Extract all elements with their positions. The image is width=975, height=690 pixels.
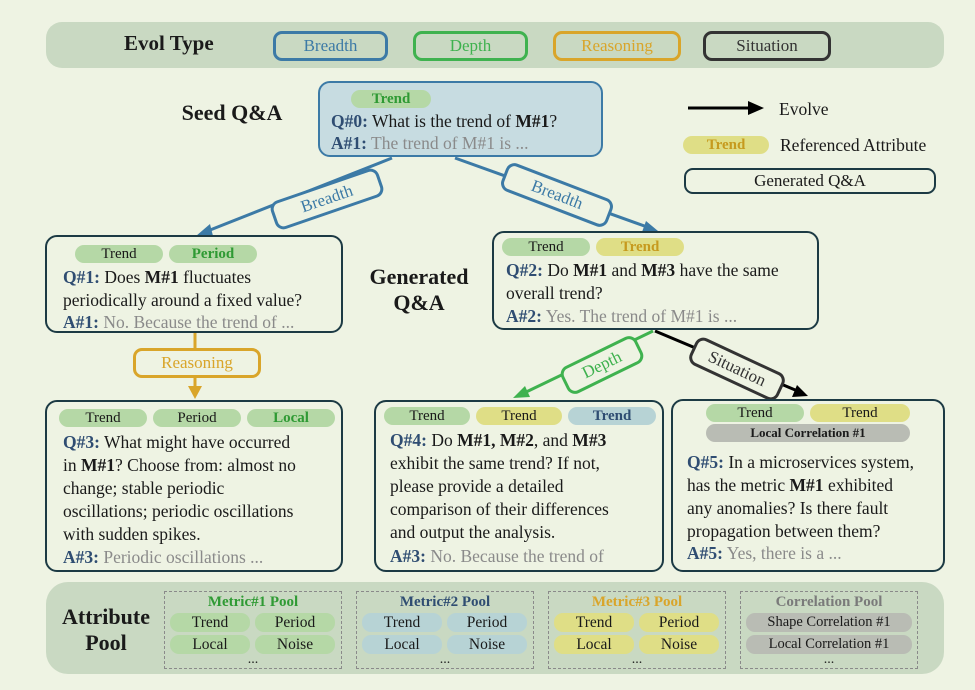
q5-chip-local-correlation: Local Correlation #1 bbox=[706, 424, 910, 442]
metric2-pool-title: Metric#2 Pool bbox=[399, 594, 491, 610]
seed-qa-heading: Seed Q&A bbox=[181, 100, 283, 125]
legend-depth: Depth bbox=[413, 31, 528, 61]
metric3-chip-period: Period bbox=[639, 613, 719, 632]
q4-chip-trend-blue: Trend bbox=[568, 407, 656, 425]
referenced-attribute-label: Referenced Attribute bbox=[780, 135, 927, 155]
q2-chip-trend-ref: Trend bbox=[596, 238, 684, 256]
metric2-chip-trend: Trend bbox=[362, 613, 442, 632]
metric3-pool-title: Metric#3 Pool bbox=[591, 594, 683, 610]
metric1-pool: Metric#1 Pool Trend Period Local Noise .… bbox=[164, 591, 342, 669]
q3-chip-local: Local bbox=[247, 409, 335, 427]
metric3-more: ... bbox=[631, 652, 643, 667]
evolve-arrow-legend bbox=[688, 101, 764, 115]
metric2-more: ... bbox=[439, 652, 451, 667]
q3-answer: A#3: Periodic oscillations ... bbox=[63, 547, 264, 567]
q5-card: Trend Trend Local Correlation #1 Q#5: In… bbox=[671, 399, 945, 572]
metric3-chip-noise: Noise bbox=[639, 635, 719, 654]
metric2-chip-period: Period bbox=[447, 613, 527, 632]
legend-breadth: Breadth bbox=[273, 31, 388, 61]
metric2-chip-noise: Noise bbox=[447, 635, 527, 654]
metric2-pool: Metric#2 Pool Trend Period Local Noise .… bbox=[356, 591, 534, 669]
metric1-chip-noise: Noise bbox=[255, 635, 335, 654]
metric3-chip-local: Local bbox=[554, 635, 634, 654]
seed-question: Q#0: What is the trend of M#1? bbox=[331, 111, 558, 131]
metric2-chip-local: Local bbox=[362, 635, 442, 654]
generated-qa-heading-line1: Generated bbox=[369, 264, 469, 289]
q4-chip-trend-yellow: Trend bbox=[476, 407, 562, 425]
q4-chip-trend: Trend bbox=[384, 407, 470, 425]
q1-chip-trend: Trend bbox=[75, 245, 163, 263]
q5-answer: A#5: Yes, there is a ... bbox=[687, 543, 842, 563]
q2-answer: A#2: Yes. The trend of M#1 is ... bbox=[506, 306, 738, 326]
q3-chip-period: Period bbox=[153, 409, 241, 427]
q5-chip-trend: Trend bbox=[706, 404, 804, 422]
metric3-chip-trend: Trend bbox=[554, 613, 634, 632]
edge-label-reasoning: Reasoning bbox=[133, 348, 261, 378]
seed-answer: A#1: The trend of M#1 is ... bbox=[331, 133, 529, 153]
generated-qa-legend: Generated Q&A bbox=[684, 168, 936, 194]
legend-reasoning: Reasoning bbox=[553, 31, 681, 61]
q5-question: Q#5: In a microservices system,has the m… bbox=[687, 452, 914, 541]
q4-answer: A#3: No. Because the trend of bbox=[390, 546, 604, 566]
q3-card: Trend Period Local Q#3: What might have … bbox=[45, 400, 343, 572]
attribute-pool-title-line2: Pool bbox=[85, 630, 127, 655]
seed-qa-card: Trend Q#0: What is the trend of M#1? A#1… bbox=[318, 81, 603, 157]
q1-chip-period: Period bbox=[169, 245, 257, 263]
generated-qa-heading-line2: Q&A bbox=[393, 290, 445, 315]
q2-card: Trend Trend Q#2: Do M#1 and M#3 have the… bbox=[492, 231, 819, 330]
q4-card: Trend Trend Trend Q#4: Do M#1, M#2, and … bbox=[374, 400, 664, 572]
correlation-more: ... bbox=[823, 652, 835, 667]
correlation-chip-local: Local Correlation #1 bbox=[746, 635, 912, 654]
attribute-pool-title-line1: Attribute bbox=[62, 604, 150, 629]
q5-chip-trend-ref: Trend bbox=[810, 404, 910, 422]
correlation-pool-title: Correlation Pool bbox=[775, 594, 883, 610]
evolve-legend-label: Evolve bbox=[779, 99, 829, 119]
seed-trend-chip: Trend bbox=[351, 90, 431, 108]
metric1-chip-trend: Trend bbox=[170, 613, 250, 632]
metric1-chip-period: Period bbox=[255, 613, 335, 632]
q1-answer: A#1: No. Because the trend of ... bbox=[63, 312, 295, 332]
correlation-chip-shape: Shape Correlation #1 bbox=[746, 613, 912, 632]
metric1-more: ... bbox=[247, 652, 259, 667]
q2-chip-trend: Trend bbox=[502, 238, 590, 256]
generated-qa-legend-label: Generated Q&A bbox=[754, 171, 866, 190]
metric1-pool-title: Metric#1 Pool bbox=[207, 594, 299, 610]
referenced-attribute-chip: Trend bbox=[683, 136, 769, 154]
metric3-pool: Metric#3 Pool Trend Period Local Noise .… bbox=[548, 591, 726, 669]
q3-chip-trend: Trend bbox=[59, 409, 147, 427]
legend-situation: Situation bbox=[703, 31, 831, 61]
metric1-chip-local: Local bbox=[170, 635, 250, 654]
correlation-pool: Correlation Pool Shape Correlation #1 Lo… bbox=[740, 591, 918, 669]
evol-type-title: Evol Type bbox=[124, 31, 214, 55]
